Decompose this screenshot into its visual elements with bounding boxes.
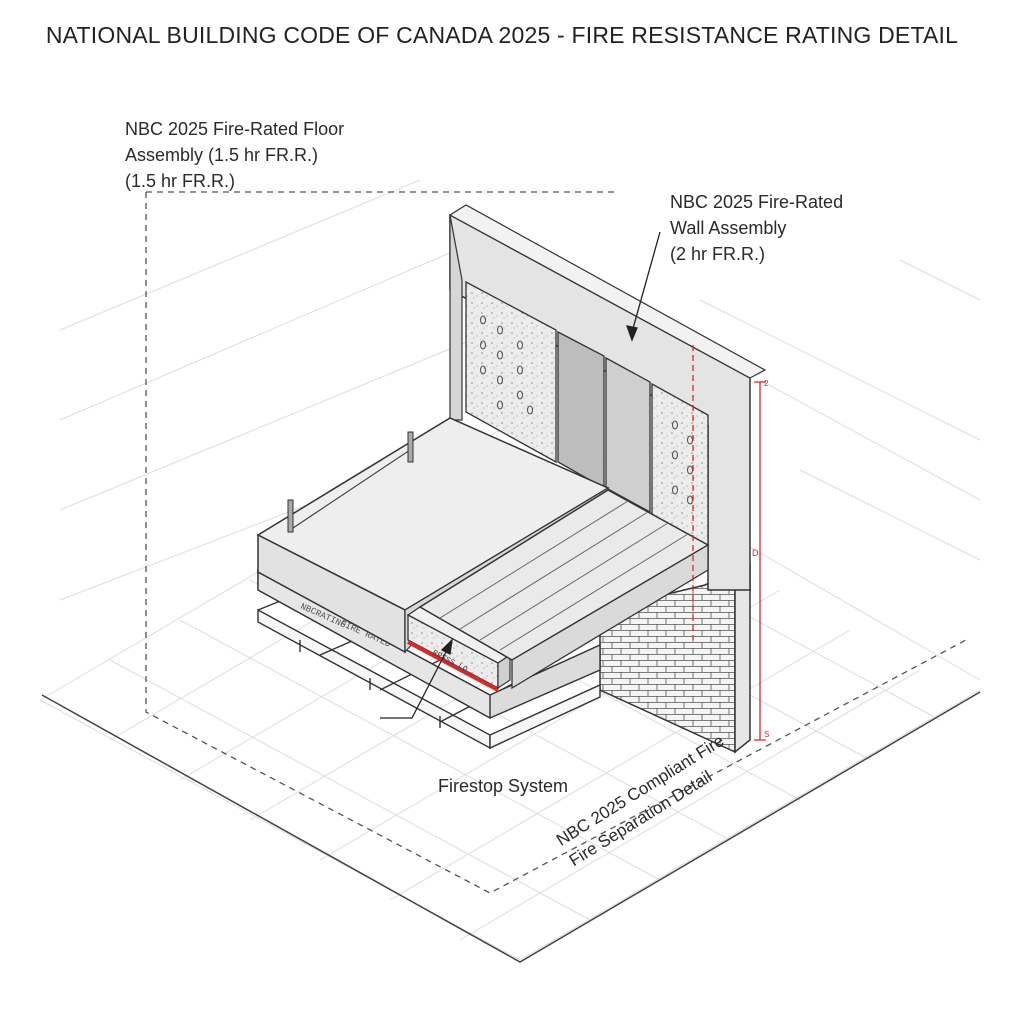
floor-assembly-line-2: Assembly (1.5 hr FR.R.): [125, 145, 319, 165]
floor-assembly-boundary: [145, 191, 967, 894]
firestop-label: Firestop System: [438, 776, 569, 796]
dimension-lines: 2 D S: [692, 345, 769, 741]
wall-assembly-line-2: Wall Assembly: [670, 218, 787, 238]
floor-assembly-label: NBC 2025 Fire-Rated Floor Assembly (1.5 …: [125, 116, 344, 194]
svg-text:S: S: [764, 730, 769, 739]
ground-outline: [41, 691, 981, 963]
floor-assembly-line-3: (1.5 hr FR.R.): [125, 171, 236, 191]
wall-assembly-line-3: (2 hr FR.R.): [670, 244, 766, 264]
wall-assembly-line-1: NBC 2025 Fire-Rated: [670, 192, 844, 212]
wood-decking: [418, 489, 710, 690]
wall-assembly: [448, 204, 767, 591]
svg-text:D: D: [752, 548, 759, 558]
floor-assembly-line-1: NBC 2025 Fire-Rated Floor: [125, 119, 345, 139]
svg-text:2: 2: [764, 379, 769, 388]
leader-lines: [380, 231, 661, 719]
firestop-block: RRSSS LO: [406, 606, 512, 692]
wall-assembly-label: NBC 2025 Fire-Rated Wall Assembly (2 hr …: [670, 189, 843, 267]
drawing-title: NATIONAL BUILDING CODE OF CANADA 2025 - …: [45, 22, 959, 48]
